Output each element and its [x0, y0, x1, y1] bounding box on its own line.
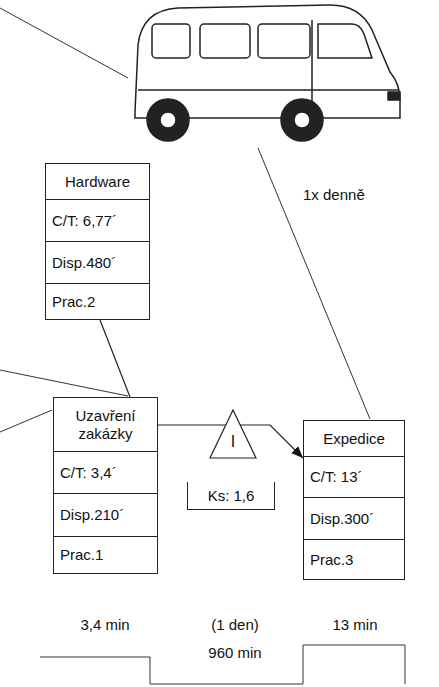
metric-text: Disp.480´ — [46, 241, 149, 283]
van-stripe — [138, 89, 398, 91]
process-box: ExpediceC/T: 13´Disp.300´Prac.3 — [303, 420, 405, 580]
van-hub — [294, 112, 310, 128]
metric-text: Disp.210´ — [54, 493, 157, 536]
van-hub — [160, 112, 176, 128]
time-label: 960 min — [185, 644, 285, 662]
inventory-count: Ks: 1,6 — [202, 485, 261, 507]
frequency-label: 1x denně — [303, 186, 413, 204]
box-title: Uzavření zakázky — [54, 398, 157, 451]
metric-text: C/T: 13´ — [304, 456, 404, 497]
van-window — [152, 24, 190, 58]
box-title: Expedice — [304, 421, 404, 456]
inventory-triangle: I — [209, 409, 257, 459]
van-wheel — [147, 99, 189, 141]
inventory-count-box: Ks: 1,6 — [187, 482, 275, 510]
info-line — [0, 370, 128, 396]
timeline — [40, 645, 405, 684]
metric-text: Prac.3 — [304, 539, 404, 579]
inventory-mark: I — [209, 433, 257, 451]
time-label: 3,4 min — [55, 616, 155, 634]
process-box: Uzavření zakázkyC/T: 3,4´Disp.210´Prac.1 — [53, 397, 158, 574]
van-wheel — [281, 99, 323, 141]
van-window — [200, 24, 250, 58]
metric-text: C/T: 3,4´ — [54, 451, 157, 493]
time-label: (1 den) — [185, 616, 285, 634]
box-title: Hardware — [46, 164, 149, 199]
flow-line — [100, 320, 130, 397]
van-door — [311, 20, 313, 112]
van-window — [258, 24, 310, 58]
van-windshield — [318, 24, 372, 58]
delivery-van — [135, 5, 400, 141]
metric-text: Prac.1 — [54, 536, 157, 573]
triangle-shape — [210, 410, 256, 458]
metric-text: C/T: 6,77´ — [46, 199, 149, 241]
metric-text: Prac.2 — [46, 283, 149, 319]
info-line — [0, 8, 128, 78]
process-box: HardwareC/T: 6,77´Disp.480´Prac.2 — [45, 163, 150, 320]
time-label: 13 min — [305, 616, 405, 634]
metric-text: Disp.300´ — [304, 497, 404, 539]
info-line — [0, 410, 52, 432]
van-light — [388, 92, 400, 100]
